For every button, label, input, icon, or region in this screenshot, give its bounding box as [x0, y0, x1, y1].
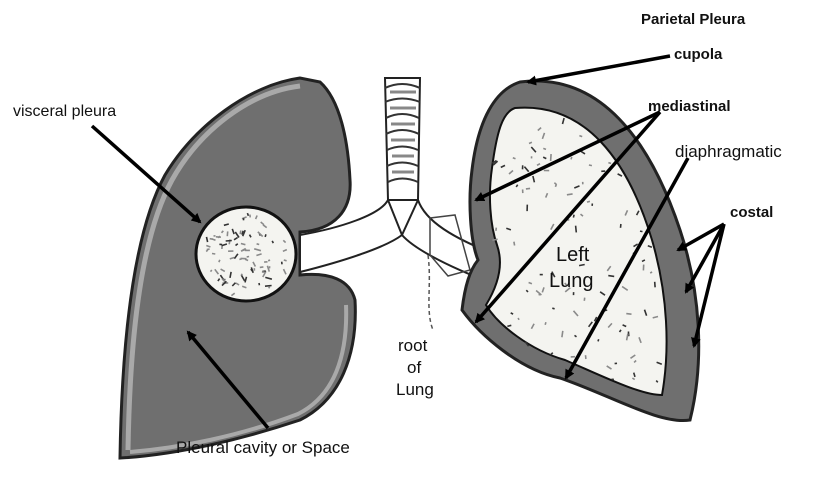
pulmonary-ligament — [428, 255, 433, 330]
lung-speckle — [265, 286, 272, 287]
lung-speckle — [551, 154, 552, 161]
lung-speckle — [555, 184, 556, 187]
lung-speckle — [626, 314, 631, 315]
lung-speckle — [545, 322, 546, 325]
lung-speckle — [272, 241, 273, 243]
lung-speckle — [518, 318, 519, 320]
lung-speckle — [526, 188, 530, 189]
lung-speckle — [513, 158, 516, 159]
label-costal: costal — [730, 204, 773, 221]
lung-speckle — [598, 339, 599, 341]
lung-speckle — [230, 272, 231, 278]
lung-speckle — [265, 234, 266, 237]
trachea — [385, 78, 420, 200]
label-root-2: of — [407, 358, 421, 378]
lung-speckle — [240, 231, 241, 235]
lung-speckle — [587, 201, 590, 202]
label-mediastinal: mediastinal — [648, 98, 731, 115]
lung-speckle — [284, 260, 287, 261]
lung-speckle — [650, 272, 652, 273]
lung-speckle — [507, 325, 511, 326]
label-left-lung-1: Left — [556, 244, 589, 267]
lung-speckle — [268, 260, 270, 261]
lung-speckle — [257, 244, 260, 245]
lung-speckle — [219, 260, 220, 262]
lung-speckle — [608, 276, 614, 277]
label-root-3: Lung — [396, 380, 434, 400]
lung-speckle — [247, 213, 248, 216]
lung-speckle — [226, 241, 232, 242]
arrow-cupola — [528, 56, 670, 82]
label-pleural-cavity: Pleural cavity or Space — [176, 438, 350, 458]
lung-speckle — [514, 242, 515, 246]
label-parietal-pleura: Parietal Pleura — [641, 11, 745, 28]
lung-speckle — [260, 267, 264, 268]
lung-speckle — [608, 163, 611, 164]
label-cupola: cupola — [674, 46, 722, 63]
lung-speckle — [511, 313, 513, 314]
lung-speckle — [207, 237, 208, 242]
lung-speckle — [245, 259, 248, 260]
lung-speckle — [562, 331, 563, 337]
lung-speckle — [241, 274, 242, 276]
label-diaphragmatic: diaphragmatic — [675, 142, 782, 162]
lung-speckle — [212, 239, 215, 240]
lung-speckle — [573, 215, 574, 218]
lung-speckle — [589, 165, 592, 166]
arrow-costal-3 — [694, 224, 724, 346]
lung-speckle — [579, 136, 582, 137]
lung-speckle — [211, 270, 212, 272]
lung-speckle — [571, 157, 572, 159]
lung-speckle — [552, 308, 554, 309]
lung-speckle — [576, 226, 577, 233]
lung-speckle — [543, 148, 546, 149]
lung-speckle — [640, 231, 643, 232]
label-visceral-pleura: visceral pleura — [13, 103, 116, 121]
lung-speckle — [567, 194, 573, 195]
label-root-1: root — [398, 336, 427, 356]
lung-speckle — [529, 142, 532, 143]
lung-speckle — [269, 287, 270, 289]
label-left-lung-2: Lung — [549, 270, 594, 293]
lung-speckle — [212, 254, 215, 255]
